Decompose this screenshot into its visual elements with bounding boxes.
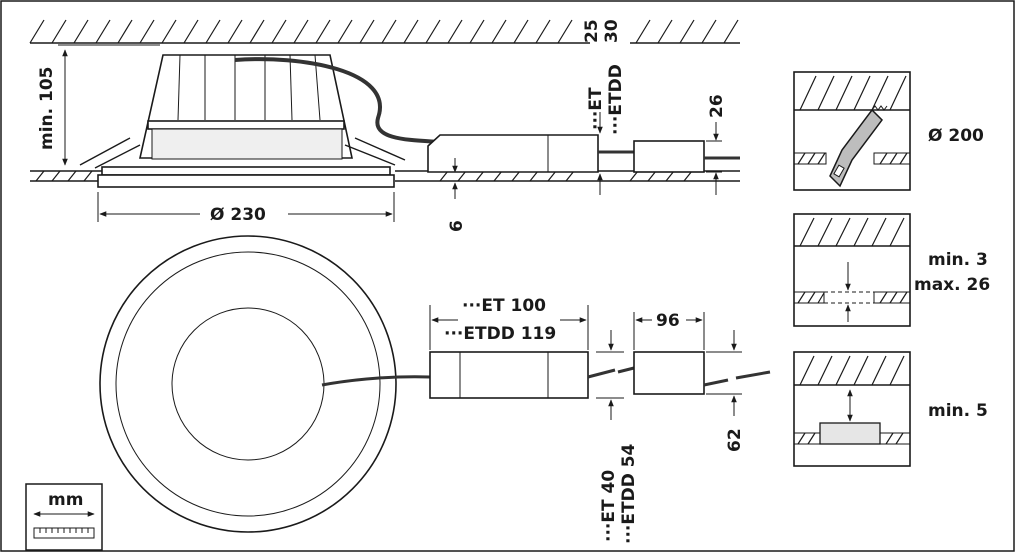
driver-width-etdd: ···ETDD 54	[619, 443, 639, 544]
top-view: ···ET 100 ···ETDD 119 96 ···ET 40 ···ETD…	[99, 235, 771, 544]
clearance-label: min. 5	[928, 401, 988, 421]
panel-cutout: Ø 200	[793, 71, 984, 191]
driver-label-et: ···ET	[586, 87, 606, 130]
box-length-label: 96	[656, 311, 680, 331]
panel-thickness: min. 3 max. 26	[793, 213, 990, 327]
driver-width-et: ···ET 40	[599, 470, 619, 542]
junction-box-side	[633, 140, 705, 173]
driver-length-et: ···ET 100	[462, 296, 546, 316]
unit-label: mm	[48, 490, 83, 510]
driver-label-etdd: ···ETDD	[606, 64, 626, 135]
ceiling-slab	[29, 19, 740, 44]
height-label: min. 105	[37, 66, 57, 150]
driver-height-etdd: 30	[602, 19, 622, 43]
flange-label: 6	[447, 220, 467, 232]
driver-height-et: 25	[582, 19, 602, 43]
driver-side	[427, 134, 599, 173]
thickness-label-max: max. 26	[914, 275, 990, 295]
downlight-side	[79, 54, 406, 188]
driver-length-etdd: ···ETDD 119	[444, 324, 556, 344]
cutout-label: Ø 200	[928, 126, 984, 146]
driver-top	[429, 351, 589, 399]
thickness-label-min: min. 3	[928, 250, 988, 270]
downlight-outer-ring	[99, 235, 397, 533]
side-view: min. 105 Ø 230 6 25 30 ···ET ···ETDD 26	[29, 19, 740, 232]
diameter-label: Ø 230	[210, 205, 266, 225]
saw-icon	[829, 105, 888, 188]
junction-box-top	[633, 351, 705, 395]
cable-top	[321, 375, 431, 387]
panel-clearance: min. 5	[793, 351, 988, 467]
box-height-label: 26	[707, 94, 727, 118]
cable-side	[234, 57, 441, 144]
unit-legend: mm	[25, 483, 103, 551]
box-width-label: 62	[725, 428, 745, 452]
